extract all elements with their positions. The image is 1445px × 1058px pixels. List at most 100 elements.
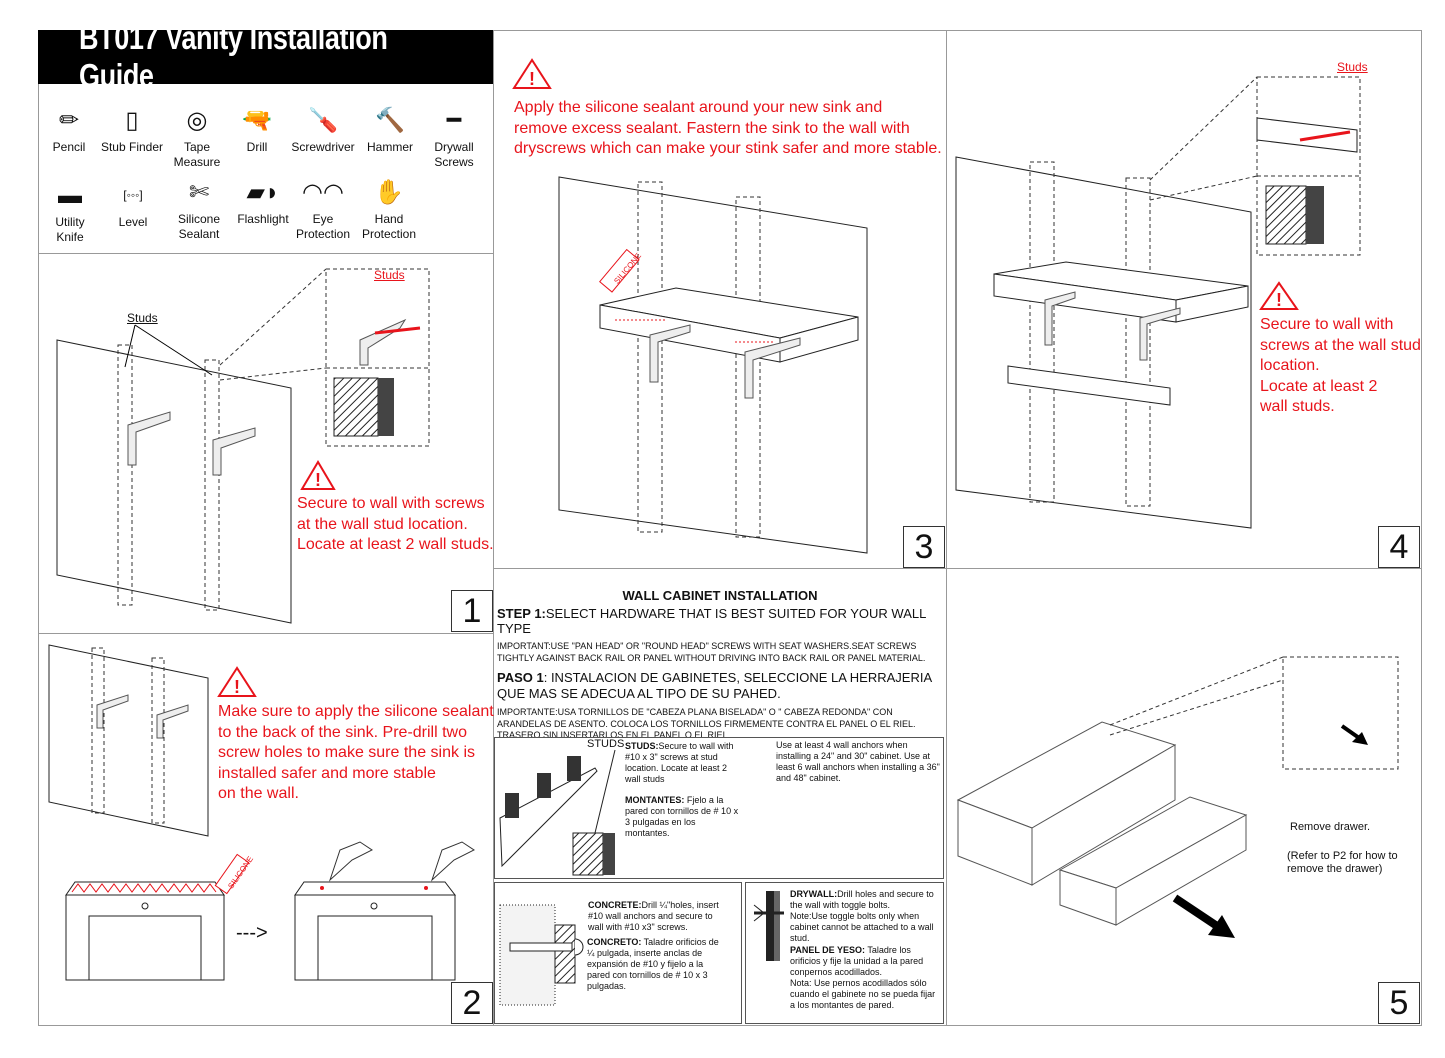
tool-label: Drill: [246, 140, 268, 154]
drywall-box: DRYWALL:Drill holes and secure to the wa…: [745, 882, 944, 1024]
studs-label: Studs: [1337, 60, 1368, 74]
tool-tape-measure: ◎ Tape Measure: [164, 100, 230, 170]
step-number: 4: [1378, 526, 1420, 568]
tool-hand-protection: ✋Hand Protection: [356, 172, 422, 242]
hammer-icon: 🔨: [375, 106, 405, 134]
label: PANEL DE YESO:: [790, 945, 866, 955]
step3-illustration: !: [512, 58, 868, 554]
warning-line: Secure to wall with: [1260, 316, 1394, 333]
warning-line: wall studs.: [1260, 398, 1335, 415]
warning-line: Secure to wall with screws: [297, 495, 485, 512]
tool-eye-protection: ◠◠Eye Protection: [290, 172, 356, 242]
text: Drill holes and secure to the wall with …: [790, 889, 934, 910]
step2-warning: Make sure to apply the silicone sealant t…: [218, 702, 494, 805]
text: Fjelo a la pared con tornillos de # 10 x…: [625, 795, 739, 838]
page-frame: [38, 30, 1422, 1026]
label: STUDS:: [625, 741, 659, 751]
tool-label: Stub Finder: [100, 140, 164, 154]
step-text: SELECT HARDWARE THAT IS BEST SUITED FOR …: [497, 606, 926, 636]
page-title: BT017 Vanity Installation Guide: [38, 19, 493, 94]
tool-label: Tape Measure: [173, 140, 221, 169]
text: Taladre orificios de ¼ pulgada, inserte …: [587, 937, 719, 991]
step-label: PASO 1: [497, 670, 544, 685]
text: Nota: Use pernos acodillados sólo cuando…: [790, 978, 936, 1010]
step-number: 2: [451, 982, 493, 1024]
tool-hammer: 🔨 Hammer: [357, 100, 423, 155]
step-label: STEP 1:: [497, 606, 546, 621]
label: MONTANTES:: [625, 795, 685, 805]
step2-illustration: !: [48, 644, 475, 981]
remove-drawer-text: Remove drawer.: [1290, 821, 1371, 833]
stud-finder-icon: ▯: [125, 106, 139, 134]
studs-label: Studs: [374, 268, 405, 282]
studs-illustration: [499, 749, 616, 876]
tool-pencil: ✏ Pencil: [36, 100, 102, 155]
warning-line: to the back of the sink. Pre-drill two: [218, 723, 467, 741]
text: Secure to wall with #10 x 3" screws at s…: [625, 741, 734, 784]
step4-warning: Secure to wall with screws at the wall st…: [1260, 315, 1421, 418]
goggles-icon: ◠◠: [302, 178, 344, 206]
text: Note:Use toggle bolts only when cabinet …: [790, 911, 934, 943]
warning-line: location.: [1260, 357, 1320, 374]
step-number: 3: [903, 526, 945, 568]
tool-level: [◦◦◦]Level: [100, 175, 166, 230]
concrete-box: CONCRETE:Drill ¼"holes, insert #10 wall …: [494, 882, 742, 1024]
studs-label: Studs: [127, 311, 158, 325]
tool-label: Hand Protection: [361, 212, 417, 241]
tool-silicone-sealant: ✄ Silicone Sealant: [166, 172, 232, 242]
warning-line: Apply the silicone sealant around your n…: [514, 99, 883, 116]
divider: [493, 30, 494, 1026]
pencil-icon: ✏: [58, 106, 80, 134]
svg-text:!: !: [529, 69, 535, 89]
svg-text:!: !: [234, 677, 240, 697]
drill-icon: 🔫: [242, 106, 272, 134]
screw-icon: ━: [446, 106, 462, 134]
caulk-gun-icon: ✄: [188, 178, 210, 206]
flashlight-icon: ▰◗: [246, 178, 280, 206]
tool-label: Pencil: [52, 140, 86, 154]
tool-utility-knife: ▬Utility Knife: [37, 175, 103, 245]
divider: [946, 30, 947, 1026]
step-text: : INSTALACION DE GABINETES, SELECCIONE L…: [497, 670, 932, 701]
tool-screwdriver: 🪛 Screwdriver: [290, 100, 356, 155]
warning-line: on the wall.: [218, 785, 299, 802]
divider: [38, 633, 493, 634]
divider: [38, 253, 493, 254]
label: DRYWALL:: [790, 889, 838, 899]
step5-illustration: [956, 656, 1399, 938]
warning-line: screws at the wall stud: [1260, 336, 1421, 354]
text: Drill ¼"holes, insert #10 wall anchors a…: [588, 900, 719, 932]
section-heading: WALL CABINET INSTALLATION: [622, 588, 818, 603]
wall-cabinet-instructions: WALL CABINET INSTALLATION STEP 1:SELECT …: [497, 588, 943, 742]
tool-label: Flashlight: [237, 212, 289, 226]
warning-line: Make sure to apply the silicone sealant: [218, 703, 494, 720]
text: Taladre los orificios y fije la unidad a…: [790, 945, 924, 977]
studs-tag: STUDS: [587, 738, 625, 750]
screwdriver-icon: 🪛: [308, 106, 338, 134]
tool-flashlight: ▰◗ Flashlight: [230, 172, 296, 227]
step-number: 5: [1378, 982, 1420, 1024]
important-note: IMPORTANTE:USA TORNILLOS DE "CABEZA PLAN…: [497, 707, 916, 740]
tool-label: Drywall Screws: [434, 140, 474, 169]
warning-line: at the wall stud location.: [297, 515, 468, 533]
warning-line: screw holes to make sure the sink is: [218, 744, 475, 761]
svg-text:!: !: [315, 470, 321, 490]
tool-label: Level: [118, 215, 148, 229]
warning-line: Locate at least 2: [1260, 377, 1378, 395]
studs-box: STUDS STUDS:Secure to wall with #10 x 3"…: [494, 737, 944, 879]
tool-label: Silicone Sealant: [177, 212, 221, 241]
tape-measure-icon: ◎: [186, 106, 208, 134]
tool-label: Screwdriver: [291, 140, 355, 154]
step4-illustration: !: [955, 76, 1361, 529]
drywall-illustration: [753, 891, 784, 961]
warning-line: installed safer and more stable: [218, 764, 436, 782]
warning-line: dryscrews which can make your stink safe…: [514, 140, 942, 157]
title-text: BT017 Vanity Installation Guide: [78, 19, 388, 94]
tool-label: Utility Knife: [55, 215, 85, 244]
step3-warning: Apply the silicone sealant around your n…: [514, 98, 942, 160]
tool-label: Hammer: [366, 140, 413, 154]
tool-drill: 🔫 Drill: [224, 100, 290, 155]
label: CONCRETE:: [588, 900, 642, 910]
svg-text:!: !: [1276, 290, 1282, 310]
refer-text: (Refer to P2 for how to remove the drawe…: [1287, 850, 1398, 875]
